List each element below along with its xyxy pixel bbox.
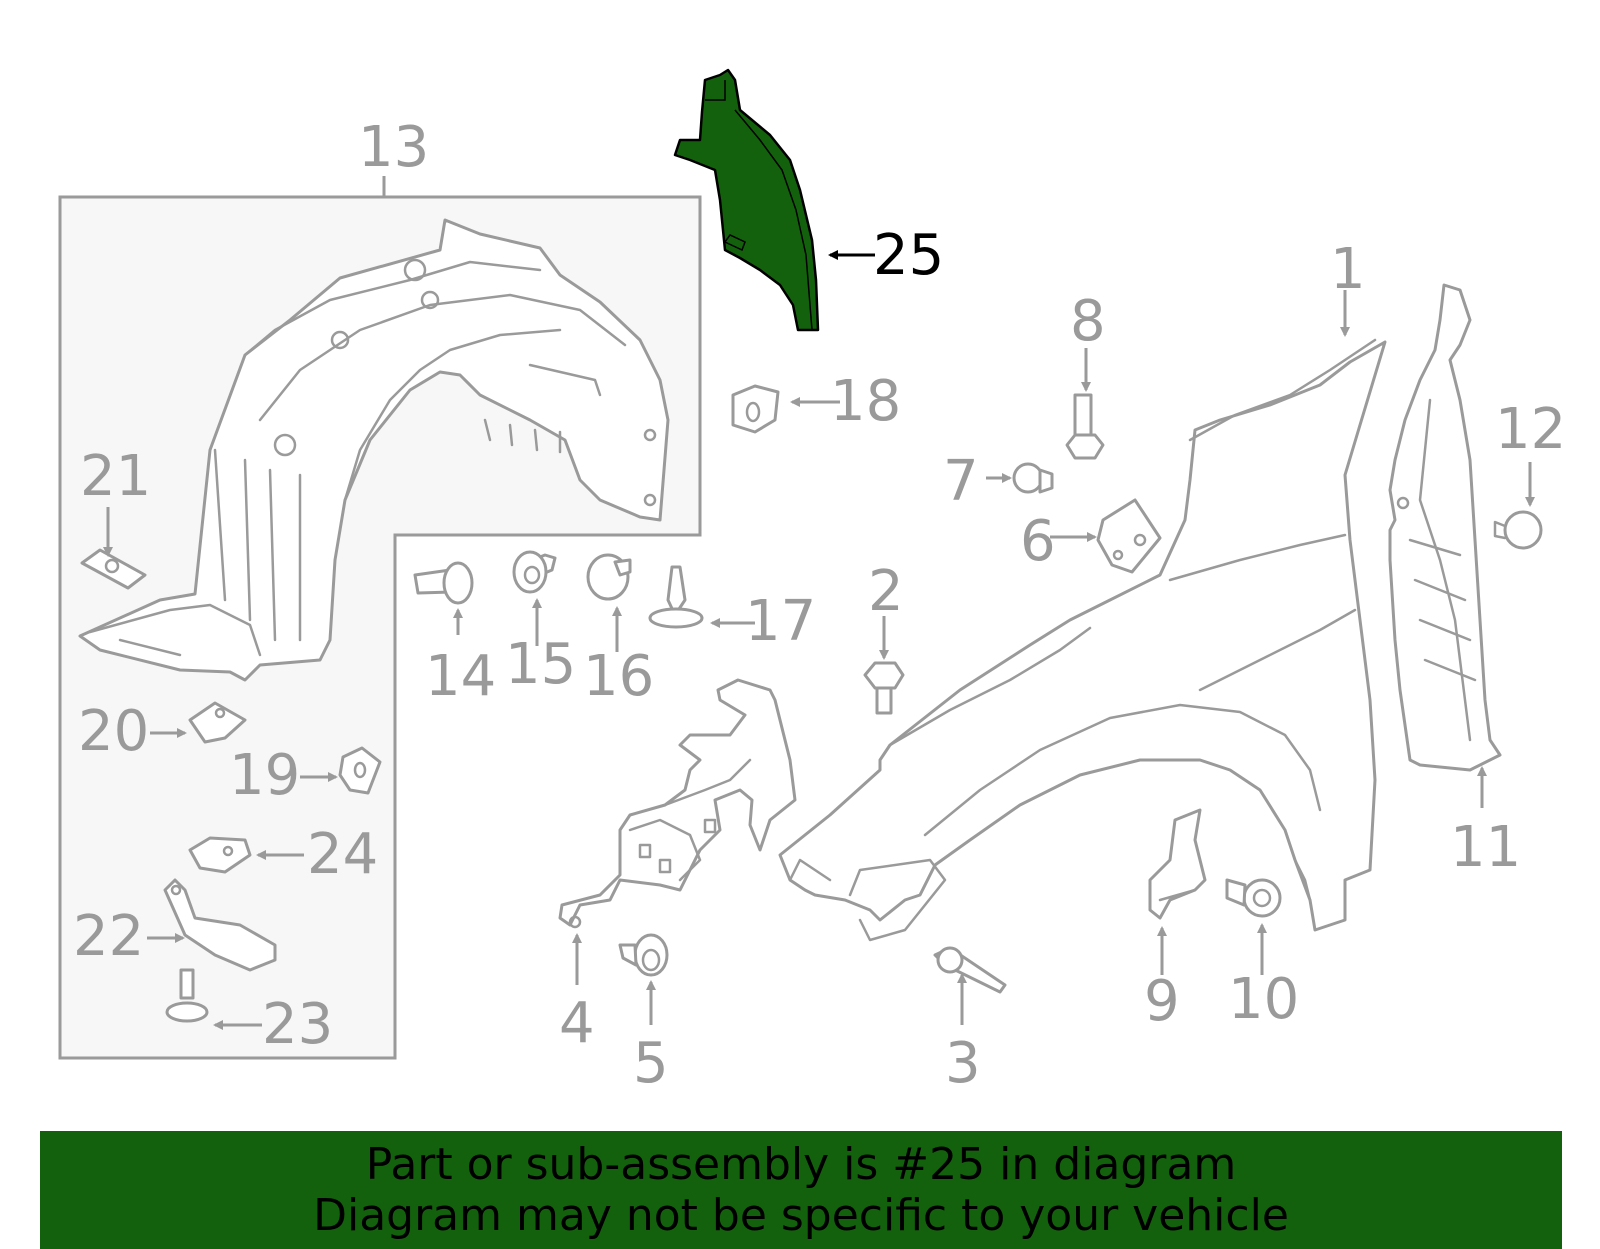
part-25-highlighted-seal	[673, 68, 820, 332]
part-3-rivet	[933, 946, 1007, 994]
part-9-splash-shield	[1148, 808, 1207, 920]
callout-23: 23	[262, 992, 333, 1057]
callout-11: 11	[1450, 815, 1521, 880]
banner-line-disclaimer: Diagram may not be specific to your vehi…	[313, 1190, 1289, 1241]
callout-15: 15	[505, 632, 576, 697]
part-13-fender-liner	[78, 218, 670, 682]
part-7-clip-nut	[1012, 462, 1054, 494]
callout-17: 17	[745, 589, 816, 654]
callout-4: 4	[559, 991, 595, 1056]
banner-line-part-number: Part or sub-assembly is #25 in diagram	[365, 1139, 1237, 1190]
part-10-clip	[1225, 878, 1282, 918]
callout-22: 22	[73, 904, 144, 969]
callout-5: 5	[633, 1031, 669, 1096]
callout-1: 1	[1330, 237, 1366, 302]
callout-6: 6	[1020, 509, 1056, 574]
callout-14: 14	[425, 644, 496, 709]
part-21-nut-clip	[80, 548, 147, 590]
callout-21: 21	[80, 444, 151, 509]
part-24-clip	[188, 836, 252, 874]
callout-19: 19	[229, 743, 300, 808]
callout-labels: 1 2 3 4 5 6 7 8 9 10 11 12 13 14 15 16 1…	[73, 115, 1566, 1096]
part-8-bolt	[1065, 393, 1105, 460]
part-5-clip	[618, 933, 669, 977]
callout-7: 7	[943, 449, 979, 514]
callout-10: 10	[1228, 967, 1299, 1032]
part-1-fender	[778, 338, 1387, 942]
part-14-clip	[413, 561, 474, 605]
part-23-bolt	[165, 968, 209, 1023]
callout-25-highlighted: 25	[873, 223, 944, 288]
part-16-plug	[586, 553, 632, 601]
part-19-clip	[338, 746, 382, 795]
callout-18: 18	[830, 369, 901, 434]
callout-arrows	[103, 250, 1535, 1030]
part-20-clip	[188, 701, 247, 744]
callout-24: 24	[307, 822, 378, 887]
callout-16: 16	[583, 644, 654, 709]
info-banner: Part or sub-assembly is #25 in diagram D…	[40, 1131, 1562, 1249]
callout-9: 9	[1144, 969, 1180, 1034]
part-15-grommet	[512, 550, 557, 594]
part-11-fender-seal	[1388, 283, 1502, 772]
part-22-bracket	[163, 878, 277, 972]
callout-13: 13	[358, 115, 429, 180]
callout-8: 8	[1070, 289, 1106, 354]
part-12-clip	[1493, 510, 1543, 550]
part-4-hinge-bracket	[558, 678, 797, 929]
callout-12: 12	[1495, 397, 1566, 462]
callout-3: 3	[945, 1031, 981, 1096]
callout-20: 20	[78, 699, 149, 764]
callout-2: 2	[868, 559, 904, 624]
part-18-clip	[731, 384, 780, 434]
part-6-bracket	[1096, 498, 1162, 574]
part-17-push-pin	[648, 565, 704, 629]
part-2-bolt	[863, 661, 905, 715]
